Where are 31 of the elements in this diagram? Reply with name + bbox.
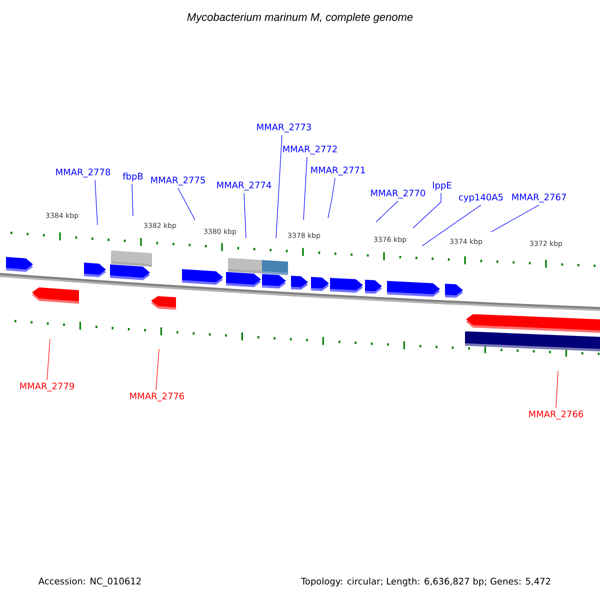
title: Mycobacterium marinum M, complete genome bbox=[187, 12, 413, 24]
gene-label: MMAR_2772 bbox=[283, 146, 337, 154]
gene-label: MMAR_2778 bbox=[56, 168, 110, 178]
leader-line bbox=[132, 184, 134, 216]
leader-line bbox=[156, 348, 160, 390]
gene-label: cyp140A5 bbox=[458, 194, 503, 202]
leader-line bbox=[94, 180, 98, 226]
leader-line bbox=[490, 204, 540, 232]
leader-line bbox=[376, 200, 398, 222]
leader-line bbox=[46, 338, 50, 380]
gene-label: MMAR_2775 bbox=[151, 176, 205, 186]
gene-label: MMAR_2771 bbox=[311, 166, 365, 176]
gene-label: MMAR_2774 bbox=[217, 182, 272, 190]
leader-line bbox=[276, 134, 282, 238]
gene-label: lppE bbox=[433, 182, 452, 190]
gene-label: MMAR_2779 bbox=[20, 382, 74, 392]
leader-line bbox=[303, 156, 308, 220]
gene-label: MMAR_2770 bbox=[371, 190, 426, 198]
leader-line bbox=[422, 204, 482, 246]
gene-label: MMAR_2767 bbox=[512, 194, 566, 202]
gene-label: MMAR_2776 bbox=[130, 392, 184, 402]
gene-label: fbpB bbox=[122, 172, 143, 182]
footer-text: Accession: NC_010612 bbox=[38, 578, 141, 586]
gene-label: MMAR_2773 bbox=[257, 124, 311, 132]
footer-text: Topology: circular; Length: 6,636,827 bp; Genes: 5,472 bbox=[300, 578, 550, 586]
leader-line bbox=[178, 188, 196, 220]
gene-label: MMAR_2766 bbox=[529, 410, 584, 420]
leader-line bbox=[412, 192, 442, 228]
leader-line bbox=[556, 370, 558, 408]
leader-line bbox=[328, 178, 336, 218]
leader-line bbox=[244, 192, 246, 238]
